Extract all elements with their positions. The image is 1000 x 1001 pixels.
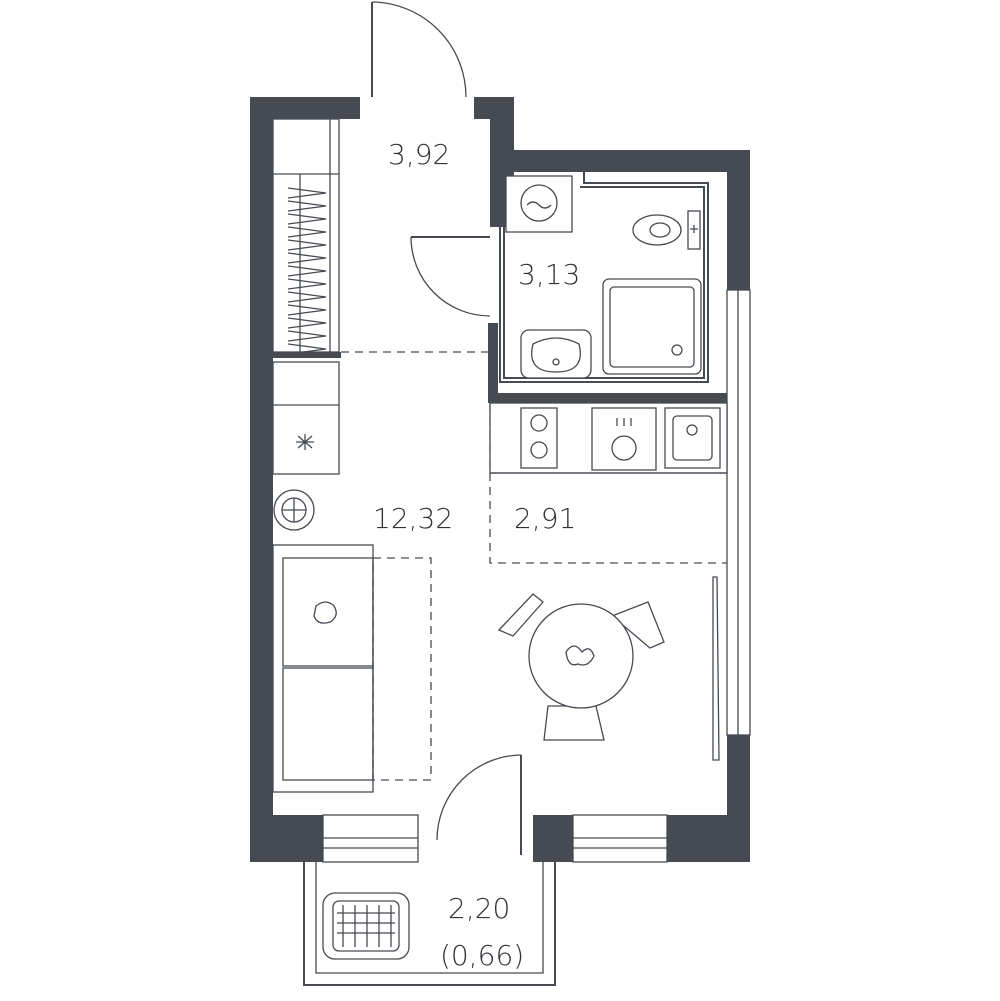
entrance-door — [371, 1, 467, 98]
toilet — [632, 210, 701, 250]
area-label-hall: 3,92 — [388, 138, 450, 171]
floor-lamp — [273, 489, 315, 531]
kitchen-sink — [664, 407, 721, 469]
window-left — [322, 814, 419, 863]
tv-panel — [712, 576, 720, 761]
dining-table — [497, 593, 665, 741]
bathroom-door — [410, 236, 491, 317]
window-east — [726, 289, 751, 736]
bathroom-walls — [499, 172, 709, 383]
area-label-bathroom: 3,13 — [518, 258, 580, 291]
washing-machine — [505, 175, 573, 233]
laundry-basket — [322, 892, 410, 960]
balcony-door — [436, 754, 522, 855]
dishwasher — [591, 407, 657, 471]
sofa — [272, 544, 432, 793]
area-label-kitchen: 2,91 — [514, 502, 576, 535]
washbasin — [520, 329, 592, 379]
area-label-balcony: 2,20 — [448, 892, 510, 925]
area-label-balcony-reduced: (0,66) — [440, 939, 524, 972]
hob — [520, 407, 558, 469]
fridge-unit — [272, 361, 340, 475]
shower-tray — [602, 278, 702, 375]
walls — [250, 97, 750, 862]
area-label-living: 12,32 — [373, 502, 453, 535]
window-right — [572, 814, 668, 863]
kitchen-boundary — [489, 403, 727, 564]
wardrobe — [272, 118, 340, 355]
balcony — [303, 862, 556, 986]
